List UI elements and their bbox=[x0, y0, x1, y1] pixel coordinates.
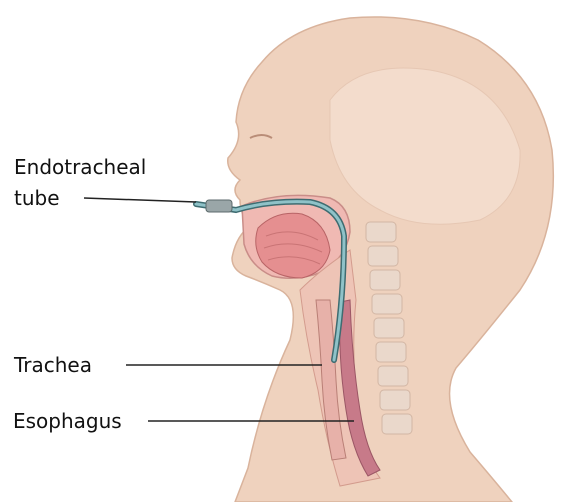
endotracheal-leader-line bbox=[84, 198, 196, 202]
tube-connector bbox=[206, 200, 232, 212]
label-trachea: Trachea bbox=[14, 353, 92, 377]
label-tube: tube bbox=[14, 186, 60, 210]
label-endotracheal: Endotracheal bbox=[14, 155, 146, 179]
label-esophagus: Esophagus bbox=[13, 409, 122, 433]
